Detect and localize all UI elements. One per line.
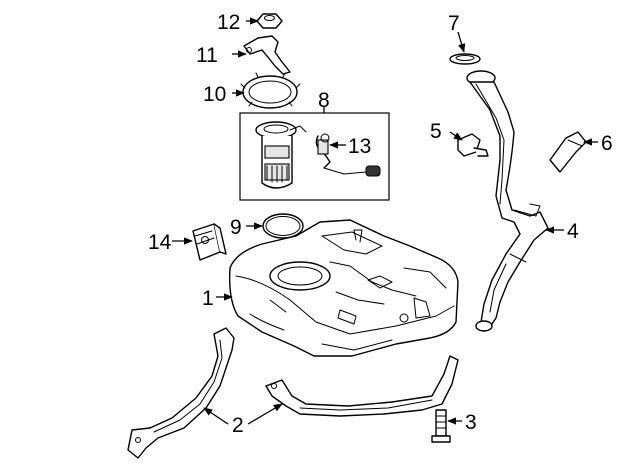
- fuel-tank-part: [228, 219, 459, 357]
- label-5: 5: [430, 120, 442, 143]
- label-3: 3: [465, 411, 477, 434]
- filler-cap-part: [549, 131, 587, 173]
- gasket-part: [262, 213, 304, 239]
- callout-labels: 12 11 10 8 13 9 14 1 7 5 6 4 3 2: [148, 11, 613, 437]
- fuel-pump-module-part: [255, 121, 307, 189]
- tank-straps-part: [127, 327, 459, 459]
- label-6: 6: [601, 132, 613, 155]
- label-10: 10: [203, 83, 226, 106]
- label-7: 7: [448, 12, 460, 35]
- label-1: 1: [202, 287, 214, 310]
- label-14: 14: [148, 231, 172, 254]
- clip-part: [457, 133, 489, 157]
- label-8: 8: [318, 89, 330, 112]
- bolt-part: [431, 409, 451, 443]
- mounting-bracket-part: [192, 223, 227, 261]
- bracket-part: [243, 35, 291, 75]
- filler-pipe-part: [466, 70, 549, 332]
- label-4: 4: [567, 220, 579, 243]
- nut-part: [256, 13, 283, 29]
- label-2: 2: [232, 414, 244, 437]
- fuel-level-sender-part: [315, 133, 381, 177]
- leader-lines: [172, 17, 598, 425]
- label-11: 11: [196, 44, 218, 67]
- label-12: 12: [217, 11, 240, 34]
- lock-ring-part: [240, 72, 301, 109]
- label-9: 9: [230, 216, 242, 239]
- label-13: 13: [348, 135, 371, 158]
- seal-ring-part: [449, 53, 481, 65]
